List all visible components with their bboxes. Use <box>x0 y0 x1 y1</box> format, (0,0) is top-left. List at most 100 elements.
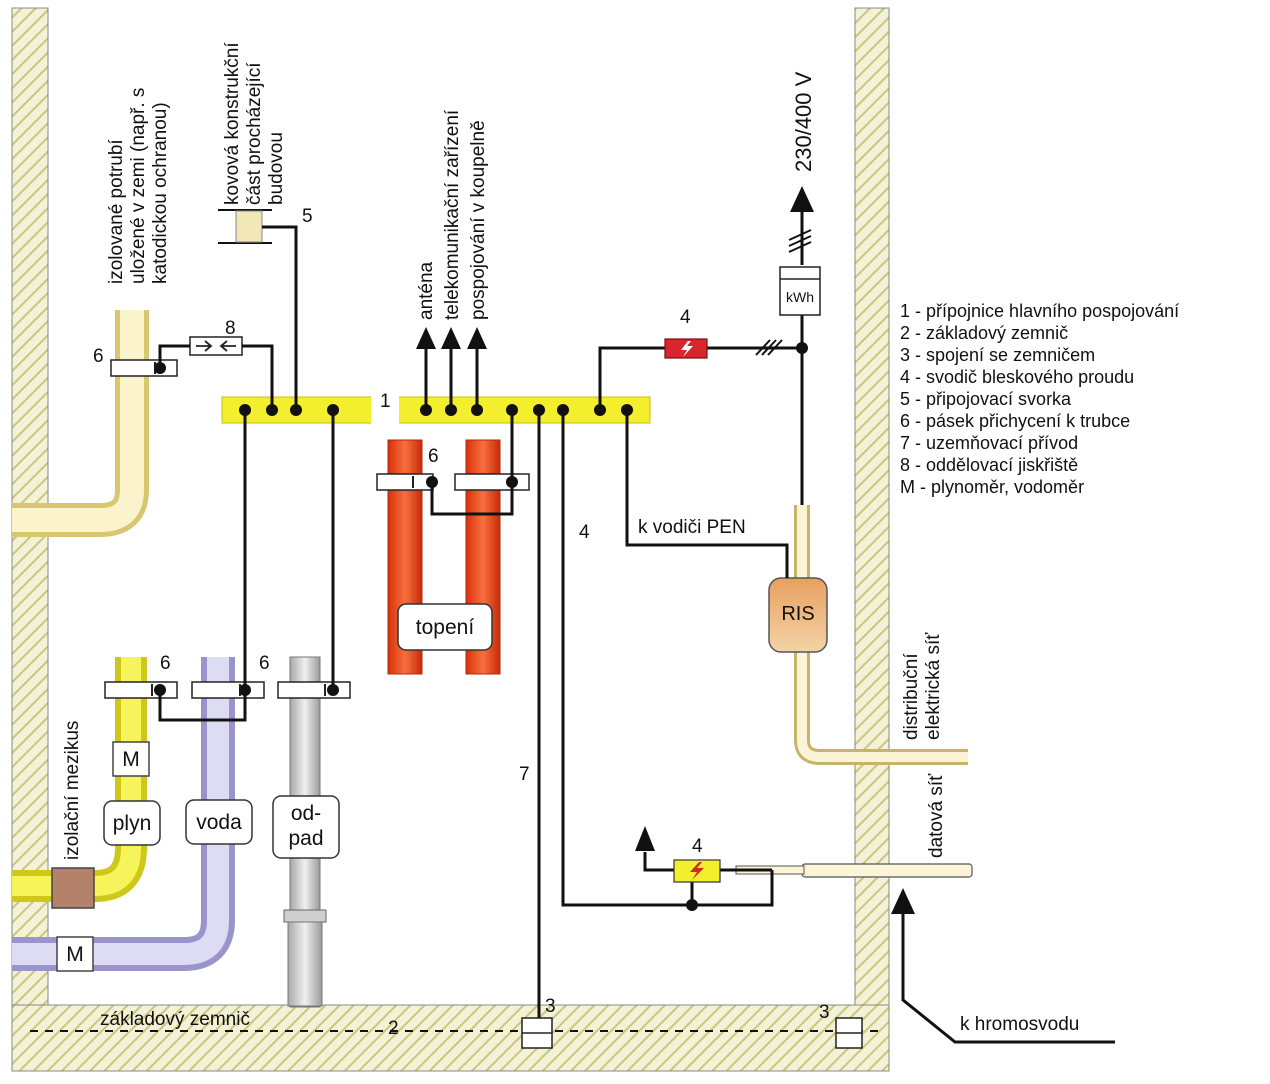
dot <box>426 476 438 488</box>
gas-pipe-inner <box>12 657 141 896</box>
dot <box>420 404 432 416</box>
sewer-label-line2: pad <box>288 827 323 850</box>
clamp-heating-left <box>376 473 434 491</box>
dot <box>445 404 457 416</box>
wire-lightning <box>901 905 1115 1044</box>
arrow-antenna <box>416 327 436 349</box>
dot <box>154 684 166 696</box>
dot <box>239 404 251 416</box>
legend: 1 - přípojnice hlavního pospojování 2 - … <box>900 301 1179 497</box>
legend-item: 2 - základový zemnič <box>900 323 1068 343</box>
bond-dots <box>154 342 808 911</box>
water-pipe-inner <box>12 657 229 965</box>
foundation-earth-label: základový zemnič <box>100 1009 250 1030</box>
floor-slab <box>11 1004 890 1072</box>
heating-label: topení <box>416 616 475 639</box>
legend-item: 5 - připojovací svorka <box>900 389 1072 409</box>
number-4-main: 4 <box>680 307 691 328</box>
water-label-box <box>185 799 253 845</box>
data-net-label: datová síť <box>926 773 947 858</box>
number-4-data: 4 <box>692 836 703 857</box>
insulated-pipe-label-line1: izolované potrubí <box>106 139 127 284</box>
main-busbar <box>221 396 651 424</box>
number-7: 7 <box>519 764 530 785</box>
dot <box>533 404 545 416</box>
dot <box>327 404 339 416</box>
distribution-net-label-line1: distribuční <box>901 653 922 740</box>
three-phase-ticks <box>755 339 783 356</box>
dot <box>154 362 166 374</box>
wire-metal-structure <box>262 225 298 410</box>
wire-spark-gap <box>158 344 274 410</box>
number-3-right: 3 <box>819 1002 830 1023</box>
kwh-meter <box>779 266 821 316</box>
wire-heating <box>430 410 514 516</box>
dot <box>471 404 483 416</box>
dot <box>239 684 251 696</box>
three-phase-ticks <box>788 229 812 253</box>
metal-structure <box>235 210 263 243</box>
sewer-pipe-lower <box>287 921 323 1007</box>
legend-item: 3 - spojení se zemničem <box>900 345 1095 365</box>
arrow-arrester-data <box>635 826 655 851</box>
distribution-pipe-inner <box>797 505 968 762</box>
dot <box>796 342 808 354</box>
metal-structure-label-line1: kovová konstrukční <box>222 42 243 205</box>
arrow-lightning <box>891 888 915 914</box>
wire-pen <box>625 410 789 578</box>
insulated-pipe-inner <box>12 310 144 532</box>
pen-label: k vodiči PEN <box>638 517 746 538</box>
dot <box>506 404 518 416</box>
number-6-gas: 6 <box>160 653 171 674</box>
wire-gas-water <box>158 410 247 722</box>
insulated-pipe-label-line3: katodickou ochranou) <box>150 102 171 284</box>
water-meter-label: M <box>66 943 84 966</box>
dot <box>686 899 698 911</box>
number-8: 8 <box>225 318 236 339</box>
metal-structure-label-line2: část procházející <box>244 62 265 205</box>
clamp-water <box>191 681 265 699</box>
dot <box>621 404 633 416</box>
gas-meter <box>112 741 150 777</box>
wire-arrester-main <box>598 346 802 410</box>
arrow-supply <box>790 186 814 212</box>
sewer-label-line1: od- <box>291 802 321 825</box>
insulating-piece-label: izolační mezikus <box>62 721 83 860</box>
clamp-sewer <box>277 681 351 699</box>
spark-gap-symbol <box>196 340 236 352</box>
arrester-bolt <box>681 341 693 357</box>
kwh-label: kWh <box>786 289 814 305</box>
legend-item: 6 - pásek přichycení k trubce <box>900 411 1130 431</box>
data-net-cable <box>801 863 973 878</box>
arrow-bathroom <box>467 327 487 349</box>
sewer-pipe-socket <box>283 909 327 923</box>
number-3-left: 3 <box>545 996 556 1017</box>
voltage-label: 230/400 V <box>791 71 816 172</box>
heating-label-box <box>397 603 493 651</box>
dot <box>594 404 606 416</box>
number-1: 1 <box>380 391 391 412</box>
ris-box <box>768 577 828 653</box>
insulated-pipe-label-line2: uložené v zemi (např. s <box>128 88 149 284</box>
dot <box>557 404 569 416</box>
dot <box>327 684 339 696</box>
number-6-insulated: 6 <box>93 346 104 367</box>
dot <box>290 404 302 416</box>
bathroom-label: pospojování v koupelně <box>468 120 489 320</box>
dot <box>266 404 278 416</box>
legend-item: 1 - přípojnice hlavního pospojování <box>900 301 1179 321</box>
gas-meter-label: M <box>122 748 140 771</box>
legend-item: 4 - svodič bleskového proudu <box>900 367 1134 387</box>
gas-label-box <box>103 800 161 846</box>
number-5: 5 <box>302 206 313 227</box>
telecom-label: telekomunikační zařízení <box>442 109 463 320</box>
legend-item: M - plynoměr, vodoměr <box>900 477 1084 497</box>
left-wall <box>11 7 49 1072</box>
wire-data-arrester <box>561 410 774 907</box>
lightning-label: k hromosvodu <box>960 1014 1079 1035</box>
legend-item: 8 - oddělovací jiskřiště <box>900 455 1078 475</box>
number-2: 2 <box>388 1018 399 1039</box>
clamp-gas <box>104 681 178 699</box>
